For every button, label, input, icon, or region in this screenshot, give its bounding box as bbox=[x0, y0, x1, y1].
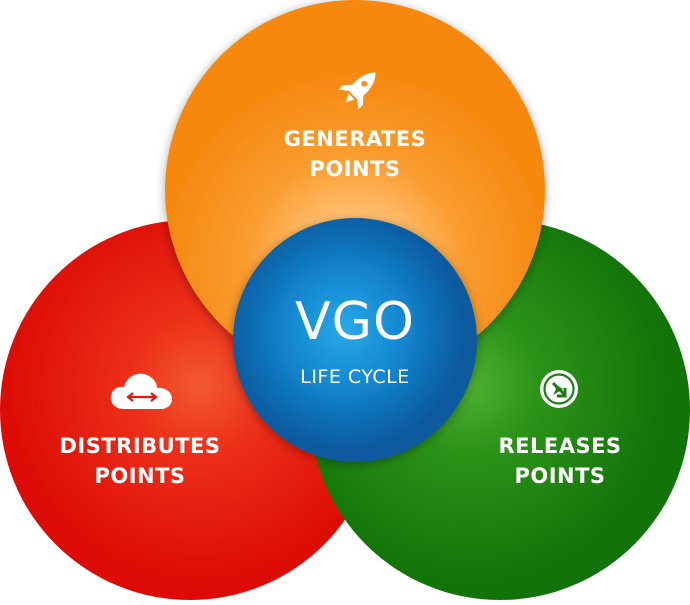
center-subtitle: LIFE CYCLE bbox=[300, 366, 410, 388]
distributes-points-label: DISTRIBUTES POINTS bbox=[40, 431, 240, 491]
rocket-icon bbox=[338, 72, 376, 110]
generates-line1: GENERATES bbox=[283, 127, 427, 151]
circle-arrow-icon bbox=[540, 370, 578, 408]
generates-line2: POINTS bbox=[309, 157, 401, 181]
generates-points-label: GENERATES POINTS bbox=[230, 124, 480, 184]
releases-line2: POINTS bbox=[514, 464, 606, 488]
center-title: VGO bbox=[295, 292, 415, 352]
releases-line1: RELEASES bbox=[498, 434, 622, 458]
distributes-line1: DISTRIBUTES bbox=[59, 434, 221, 458]
releases-points-label: RELEASES POINTS bbox=[460, 431, 660, 491]
center-circle bbox=[233, 218, 477, 462]
distributes-line2: POINTS bbox=[94, 464, 186, 488]
cloud-transfer-icon bbox=[110, 373, 172, 409]
